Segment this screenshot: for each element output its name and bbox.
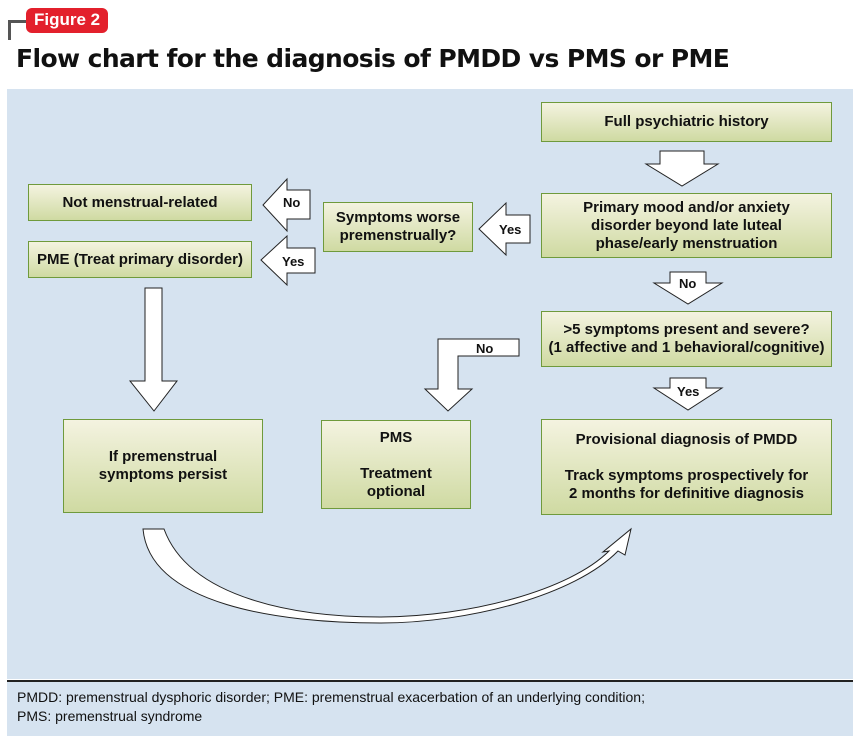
arrow-worse-no xyxy=(262,177,311,233)
arrow-five-no xyxy=(423,338,520,412)
node-pms-title: PMS xyxy=(379,428,413,446)
edge-label-five-yes: Yes xyxy=(677,384,700,399)
node-pms: PMS Treatment optional xyxy=(321,420,471,509)
node-pmdd-line-1: Track symptoms prospectively for xyxy=(564,467,809,484)
node-symptoms-worse: Symptoms worse premenstrually? xyxy=(323,202,473,252)
node-pmdd-title: Provisional diagnosis of PMDD xyxy=(575,431,798,448)
node-if-persist: If premenstrual symptoms persist xyxy=(63,419,263,513)
figure-badge: Figure 2 xyxy=(26,8,109,33)
edge-label-worse-yes: Yes xyxy=(282,254,305,269)
node-symptoms-worse-line-2: premenstrually? xyxy=(339,227,457,244)
node-full-history-text: Full psychiatric history xyxy=(604,113,769,130)
node-if-persist-line-2: symptoms persist xyxy=(98,466,228,483)
arrow-five-yes xyxy=(652,377,724,411)
node-full-history: Full psychiatric history xyxy=(541,102,832,142)
node-primary-mood-line-1: Primary mood and/or anxiety xyxy=(583,198,790,216)
node-five-symptoms-line-1: >5 symptoms present and severe? xyxy=(563,321,810,338)
arrow-primary-no xyxy=(652,271,724,305)
arrow-persist-to-pmdd xyxy=(142,527,632,624)
arrow-worse-yes xyxy=(260,234,316,287)
node-pme-text: PME (Treat primary disorder) xyxy=(37,250,243,268)
node-pms-line-1: Treatment xyxy=(360,464,432,482)
node-not-menstrual: Not menstrual-related xyxy=(28,184,252,221)
node-primary-mood: Primary mood and/or anxiety disorder bey… xyxy=(541,193,832,258)
node-five-symptoms: >5 symptoms present and severe? (1 affec… xyxy=(541,311,832,367)
node-pms-line-2: optional xyxy=(366,482,426,500)
footer-line-2: PMS: premenstrual syndrome xyxy=(17,708,203,724)
node-primary-mood-line-2: disorder beyond late luteal xyxy=(591,216,782,234)
arrow-primary-yes xyxy=(478,201,531,257)
figure-title: Flow chart for the diagnosis of PMDD vs … xyxy=(16,44,730,73)
edge-label-primary-no: No xyxy=(679,276,697,291)
node-if-persist-line-1: If premenstrual xyxy=(108,448,218,465)
footer-line-1: PMDD: premenstrual dysphoric disorder; P… xyxy=(17,689,645,705)
arrow-history-to-primary xyxy=(644,150,720,187)
figure-bracket xyxy=(8,20,30,40)
node-pme: PME (Treat primary disorder) xyxy=(28,241,252,278)
footer-legend: PMDD: premenstrual dysphoric disorder; P… xyxy=(7,680,853,736)
node-pmdd: Provisional diagnosis of PMDD Track symp… xyxy=(541,419,832,515)
edge-label-worse-no: No xyxy=(283,195,301,210)
node-five-symptoms-line-2: (1 affective and 1 behavioral/cognitive) xyxy=(548,339,825,356)
arrow-pme-to-persist xyxy=(128,287,179,412)
node-symptoms-worse-line-1: Symptoms worse xyxy=(335,209,461,226)
edge-label-primary-yes: Yes xyxy=(499,222,522,237)
node-primary-mood-line-3: phase/early menstruation xyxy=(595,234,778,252)
node-not-menstrual-text: Not menstrual-related xyxy=(62,193,218,211)
node-pmdd-line-2: 2 months for definitive diagnosis xyxy=(568,485,805,502)
edge-label-five-no: No xyxy=(476,341,494,356)
